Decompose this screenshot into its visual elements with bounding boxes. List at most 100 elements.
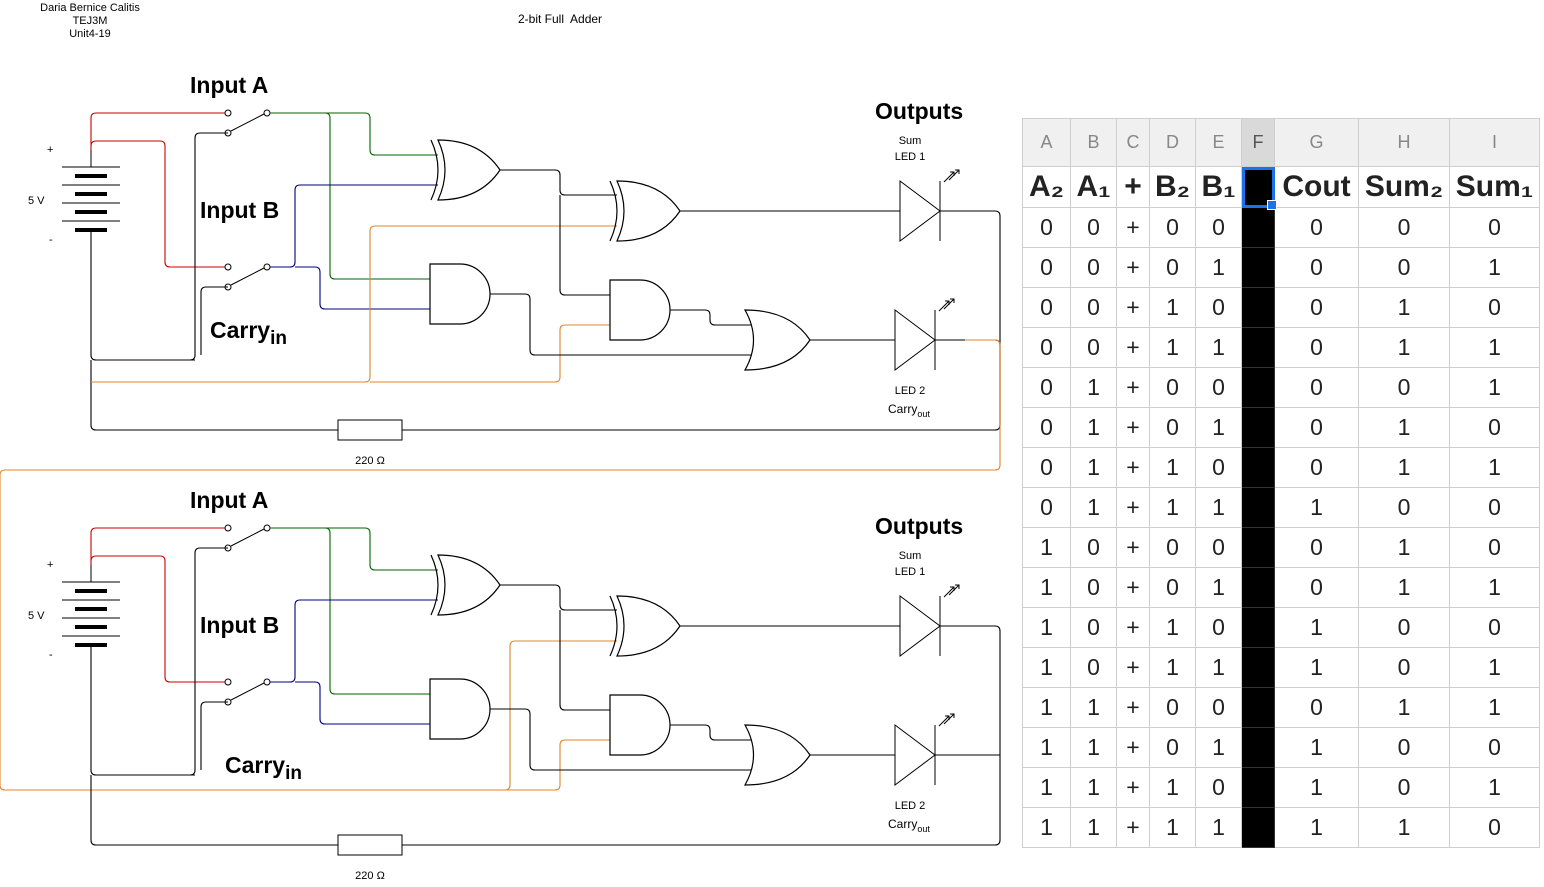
table-cell[interactable]: 0 bbox=[1274, 327, 1359, 368]
header-cell[interactable]: A₂ bbox=[1022, 166, 1071, 208]
table-cell[interactable]: 0 bbox=[1149, 207, 1196, 248]
table-cell[interactable]: 0 bbox=[1022, 287, 1071, 328]
table-cell[interactable]: 0 bbox=[1195, 767, 1242, 808]
table-cell[interactable]: 1 bbox=[1195, 567, 1242, 608]
table-cell[interactable]: 0 bbox=[1149, 367, 1196, 408]
table-cell[interactable]: 0 bbox=[1449, 487, 1540, 528]
table-cell[interactable]: 1 bbox=[1070, 687, 1117, 728]
table-cell[interactable]: 0 bbox=[1022, 327, 1071, 368]
table-cell[interactable]: 0 bbox=[1149, 247, 1196, 288]
table-cell[interactable] bbox=[1241, 607, 1275, 648]
table-cell[interactable]: 1 bbox=[1070, 807, 1117, 848]
table-cell[interactable]: 1 bbox=[1358, 287, 1450, 328]
table-cell[interactable]: 1 bbox=[1022, 687, 1071, 728]
table-cell[interactable]: 0 bbox=[1070, 247, 1117, 288]
table-cell[interactable]: + bbox=[1116, 527, 1150, 568]
table-cell[interactable]: 1 bbox=[1149, 647, 1196, 688]
table-cell[interactable]: 0 bbox=[1149, 407, 1196, 448]
table-cell[interactable]: 1 bbox=[1274, 807, 1359, 848]
table-cell[interactable]: 1 bbox=[1449, 327, 1540, 368]
table-cell[interactable]: 1 bbox=[1070, 727, 1117, 768]
table-cell[interactable]: 1 bbox=[1070, 447, 1117, 488]
table-cell[interactable]: 1 bbox=[1358, 327, 1450, 368]
table-cell[interactable]: 0 bbox=[1195, 287, 1242, 328]
table-cell[interactable] bbox=[1241, 287, 1275, 328]
table-cell[interactable]: 1 bbox=[1195, 327, 1242, 368]
table-cell[interactable]: 1 bbox=[1274, 607, 1359, 648]
table-cell[interactable] bbox=[1241, 327, 1275, 368]
table-cell[interactable]: 0 bbox=[1358, 767, 1450, 808]
table-cell[interactable]: 0 bbox=[1149, 527, 1196, 568]
column-letter-b[interactable]: B bbox=[1070, 118, 1117, 167]
table-cell[interactable]: 0 bbox=[1022, 367, 1071, 408]
table-cell[interactable]: 0 bbox=[1358, 367, 1450, 408]
column-letter-f[interactable]: F bbox=[1241, 118, 1275, 167]
table-cell[interactable] bbox=[1241, 247, 1275, 288]
table-cell[interactable]: 1 bbox=[1070, 487, 1117, 528]
table-cell[interactable]: 1 bbox=[1449, 767, 1540, 808]
table-cell[interactable]: 0 bbox=[1358, 247, 1450, 288]
table-cell[interactable]: 1 bbox=[1358, 567, 1450, 608]
table-cell[interactable]: 0 bbox=[1449, 207, 1540, 248]
table-cell[interactable]: 0 bbox=[1022, 207, 1071, 248]
table-cell[interactable] bbox=[1241, 567, 1275, 608]
table-cell[interactable]: 0 bbox=[1070, 647, 1117, 688]
table-cell[interactable] bbox=[1241, 527, 1275, 568]
table-cell[interactable]: 1 bbox=[1070, 367, 1117, 408]
table-cell[interactable]: 0 bbox=[1195, 447, 1242, 488]
table-cell[interactable] bbox=[1241, 727, 1275, 768]
table-cell[interactable]: 1 bbox=[1449, 367, 1540, 408]
table-cell[interactable]: 0 bbox=[1022, 407, 1071, 448]
table-cell[interactable]: 1 bbox=[1070, 767, 1117, 808]
table-cell[interactable]: 1 bbox=[1022, 807, 1071, 848]
table-cell[interactable]: 1 bbox=[1195, 727, 1242, 768]
table-cell[interactable]: 0 bbox=[1274, 567, 1359, 608]
table-cell[interactable] bbox=[1241, 807, 1275, 848]
table-cell[interactable]: 0 bbox=[1195, 207, 1242, 248]
table-cell[interactable]: 1 bbox=[1070, 407, 1117, 448]
column-letter-a[interactable]: A bbox=[1022, 118, 1071, 167]
table-cell[interactable]: 1 bbox=[1195, 807, 1242, 848]
table-cell[interactable]: 0 bbox=[1070, 327, 1117, 368]
table-cell[interactable]: 0 bbox=[1274, 407, 1359, 448]
table-cell[interactable]: + bbox=[1116, 407, 1150, 448]
table-cell[interactable]: 0 bbox=[1070, 607, 1117, 648]
table-cell[interactable]: 1 bbox=[1449, 447, 1540, 488]
table-cell[interactable]: 0 bbox=[1149, 687, 1196, 728]
table-cell[interactable]: 0 bbox=[1195, 607, 1242, 648]
table-cell[interactable]: 1 bbox=[1358, 407, 1450, 448]
column-letter-i[interactable]: I bbox=[1449, 118, 1540, 167]
table-cell[interactable]: 1 bbox=[1022, 527, 1071, 568]
table-cell[interactable]: 0 bbox=[1070, 567, 1117, 608]
table-cell[interactable]: + bbox=[1116, 807, 1150, 848]
table-cell[interactable]: + bbox=[1116, 567, 1150, 608]
header-cell[interactable]: A₁ bbox=[1070, 166, 1117, 208]
table-cell[interactable]: 1 bbox=[1358, 687, 1450, 728]
column-letter-h[interactable]: H bbox=[1358, 118, 1450, 167]
table-cell[interactable]: 0 bbox=[1070, 207, 1117, 248]
table-cell[interactable]: + bbox=[1116, 287, 1150, 328]
table-cell[interactable]: 1 bbox=[1149, 767, 1196, 808]
table-cell[interactable]: 1 bbox=[1274, 727, 1359, 768]
table-cell[interactable]: 1 bbox=[1358, 447, 1450, 488]
table-cell[interactable]: 0 bbox=[1195, 527, 1242, 568]
table-cell[interactable]: 0 bbox=[1358, 647, 1450, 688]
table-cell[interactable] bbox=[1241, 647, 1275, 688]
table-cell[interactable]: 1 bbox=[1022, 727, 1071, 768]
table-cell[interactable]: 0 bbox=[1195, 687, 1242, 728]
header-cell[interactable]: B₁ bbox=[1195, 166, 1242, 208]
table-cell[interactable]: + bbox=[1116, 327, 1150, 368]
table-cell[interactable]: 1 bbox=[1149, 287, 1196, 328]
table-cell[interactable]: 0 bbox=[1274, 367, 1359, 408]
table-cell[interactable]: 1 bbox=[1022, 567, 1071, 608]
table-cell[interactable]: 1 bbox=[1449, 247, 1540, 288]
table-cell[interactable]: + bbox=[1116, 647, 1150, 688]
table-cell[interactable] bbox=[1241, 447, 1275, 488]
table-cell[interactable] bbox=[1241, 767, 1275, 808]
table-cell[interactable]: 0 bbox=[1070, 527, 1117, 568]
table-cell[interactable]: 1 bbox=[1195, 647, 1242, 688]
table-cell[interactable]: 0 bbox=[1358, 207, 1450, 248]
table-cell[interactable]: 0 bbox=[1022, 247, 1071, 288]
column-letter-c[interactable]: C bbox=[1116, 118, 1150, 167]
table-cell[interactable]: + bbox=[1116, 367, 1150, 408]
